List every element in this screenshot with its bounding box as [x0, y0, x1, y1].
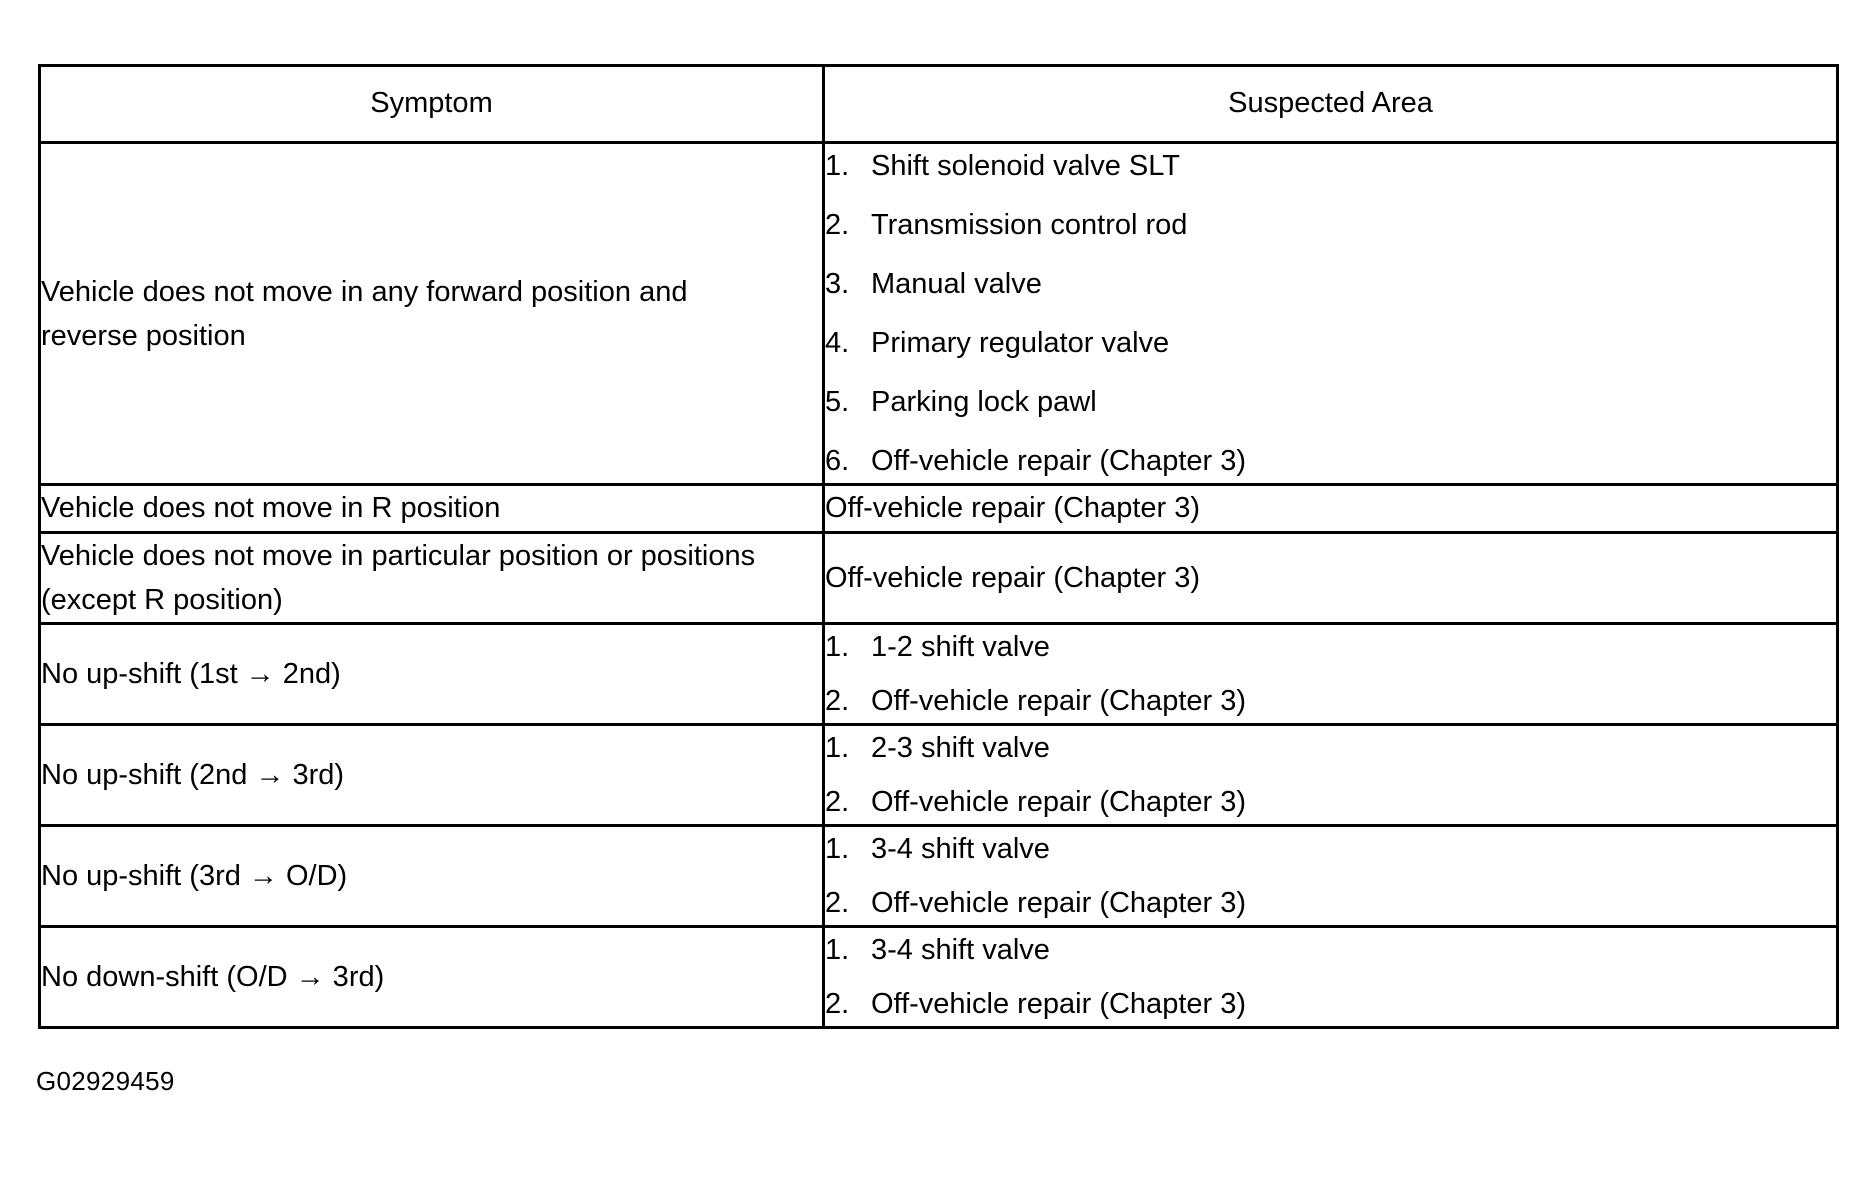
table-row: No up-shift (2nd → 3rd) 1. 2-3 shift valve…: [38, 722, 1839, 828]
symptom-cell: Vehicle does not move in R position: [38, 483, 825, 534]
list-number: 2.: [825, 209, 850, 242]
list-number: 1.: [825, 731, 850, 764]
list-item-label: Primary regulator valve: [871, 327, 1170, 360]
symptom-text: No up-shift (3rd → O/D): [41, 860, 348, 893]
suspected-area-item: 2. Off-vehicle repair (Chapter 3): [825, 679, 1836, 723]
suspected-area-item: 4. Primary regulator valve: [825, 321, 1836, 365]
list-item-label: Parking lock pawl: [871, 386, 1097, 419]
list-number: 2.: [825, 887, 850, 920]
symptom-cell: No down-shift (O/D → 3rd): [38, 925, 825, 1030]
suspected-area-item: 1. 3-4 shift valve: [825, 928, 1836, 972]
list-item-label: Off-vehicle repair (Chapter 3): [871, 887, 1247, 920]
list-item-label: Off-vehicle repair (Chapter 3): [871, 988, 1247, 1021]
list-item-label: Transmission control rod: [871, 209, 1188, 242]
list-item-label: 1-2 shift valve: [871, 630, 1050, 663]
symptom-text: Vehicle does not move in R position: [41, 492, 501, 525]
suspected-area-list: 1. Shift solenoid valve SLT 2. Transmission…: [825, 144, 1836, 483]
list-item-label: Shift solenoid valve SLT: [871, 150, 1180, 182]
suspected-area-cell: 1. 3-4 shift valve 2. Off-vehicle repair (C…: [822, 824, 1839, 929]
symptom-text: Vehicle does not move in any forward pos…: [41, 275, 688, 352]
list-number: 1.: [825, 150, 850, 182]
suspected-area-list: 1. 1-2 shift valve 2. Off-vehicle repair (C…: [825, 625, 1836, 723]
table-header: Symptom Suspected Area: [38, 64, 1839, 144]
list-item-label: Off-vehicle repair (Chapter 3): [871, 684, 1247, 717]
suspected-area-cell: 1. 2-3 shift valve 2. Off-vehicle repair (C…: [822, 722, 1839, 828]
table-row: Vehicle does not move in R position Off-v…: [38, 483, 1839, 534]
list-number: 6.: [825, 445, 850, 478]
symptom-cell: No up-shift (2nd → 3rd): [38, 722, 825, 828]
suspected-area-item: 2. Off-vehicle repair (Chapter 3): [825, 881, 1836, 925]
table-row: No up-shift (1st → 2nd) 1. 1-2 shift valve…: [38, 621, 1839, 726]
list-item-label: 3-4 shift valve: [871, 833, 1050, 866]
suspected-area-item: 1. 2-3 shift valve: [825, 726, 1836, 770]
suspected-area-cell: Off-vehicle repair (Chapter 3): [822, 483, 1839, 534]
symptom-cell: Vehicle does not move in particular posi…: [38, 530, 825, 625]
suspected-area-cell: Off-vehicle repair (Chapter 3): [822, 530, 1839, 625]
suspected-area-cell: 1. 3-4 shift valve 2. Off-vehicle repair (C…: [822, 925, 1839, 1030]
suspected-area-text: Off-vehicle repair (Chapter 3): [825, 492, 1201, 525]
list-number: 2.: [825, 988, 850, 1021]
suspected-area-cell: 1. Shift solenoid valve SLT 2. Transmission…: [822, 140, 1839, 487]
table-row: No down-shift (O/D → 3rd) 1. 3-4 shift val…: [38, 925, 1839, 1030]
table-row: Vehicle does not move in any forward pos…: [38, 140, 1839, 487]
suspected-area-item: 1. 1-2 shift valve: [825, 625, 1836, 669]
suspected-area-list: 1. 3-4 shift valve 2. Off-vehicle repair (C…: [825, 928, 1836, 1026]
suspected-area-cell: 1. 1-2 shift valve 2. Off-vehicle repair (C…: [822, 621, 1839, 726]
list-item-label: Off-vehicle repair (Chapter 3): [871, 785, 1247, 818]
list-number: 2.: [825, 785, 850, 818]
symptom-text: No down-shift (O/D → 3rd): [41, 961, 385, 994]
suspected-area-item: 6. Off-vehicle repair (Chapter 3): [825, 439, 1836, 483]
list-number: 1.: [825, 630, 850, 663]
suspected-area-item: 5. Parking lock pawl: [825, 380, 1836, 424]
suspected-area-item: 2. Off-vehicle repair (Chapter 3): [825, 780, 1836, 824]
column-header-suspected-area: Suspected Area: [822, 64, 1839, 144]
list-item-label: Off-vehicle repair (Chapter 3): [871, 445, 1247, 478]
suspected-area-text: Off-vehicle repair (Chapter 3): [825, 561, 1201, 594]
list-number: 1.: [825, 833, 850, 866]
suspected-area-list: 1. 2-3 shift valve 2. Off-vehicle repair (C…: [825, 726, 1836, 824]
suspected-area-item: 3. Manual valve: [825, 262, 1836, 306]
suspected-area-item: 1. Shift solenoid valve SLT: [825, 144, 1836, 188]
suspected-area-item: 2. Off-vehicle repair (Chapter 3): [825, 982, 1836, 1026]
list-number: 3.: [825, 268, 850, 301]
symptom-text: Vehicle does not move in particular posi…: [41, 539, 756, 616]
list-number: 2.: [825, 684, 850, 717]
table-row: No up-shift (3rd → O/D) 1. 3-4 shift valve…: [38, 824, 1839, 929]
symptom-cell: Vehicle does not move in any forward pos…: [38, 140, 825, 487]
list-number: 4.: [825, 327, 850, 360]
diagnostic-symptom-table: Symptom Suspected Area Vehicle does not …: [38, 64, 1839, 1030]
list-item-label: 3-4 shift valve: [871, 934, 1050, 967]
list-item-label: Manual valve: [871, 268, 1042, 301]
symptom-text: No up-shift (1st → 2nd): [41, 657, 341, 690]
column-header-symptom: Symptom: [38, 64, 825, 144]
header-row: Symptom Suspected Area: [38, 64, 1839, 144]
figure-id-label: G02929459: [36, 1066, 175, 1096]
list-item-label: 2-3 shift valve: [871, 731, 1050, 764]
list-number: 5.: [825, 386, 850, 419]
symptom-text: No up-shift (2nd → 3rd): [41, 758, 345, 791]
suspected-area-list: 1. 3-4 shift valve 2. Off-vehicle repair (C…: [825, 827, 1836, 925]
table-body: Vehicle does not move in any forward pos…: [38, 140, 1839, 1030]
suspected-area-item: 2. Transmission control rod: [825, 203, 1836, 247]
symptom-cell: No up-shift (3rd → O/D): [38, 824, 825, 929]
list-number: 1.: [825, 934, 850, 967]
table-row: Vehicle does not move in particular posi…: [38, 530, 1839, 625]
suspected-area-item: 1. 3-4 shift valve: [825, 827, 1836, 871]
symptom-cell: No up-shift (1st → 2nd): [38, 621, 825, 726]
